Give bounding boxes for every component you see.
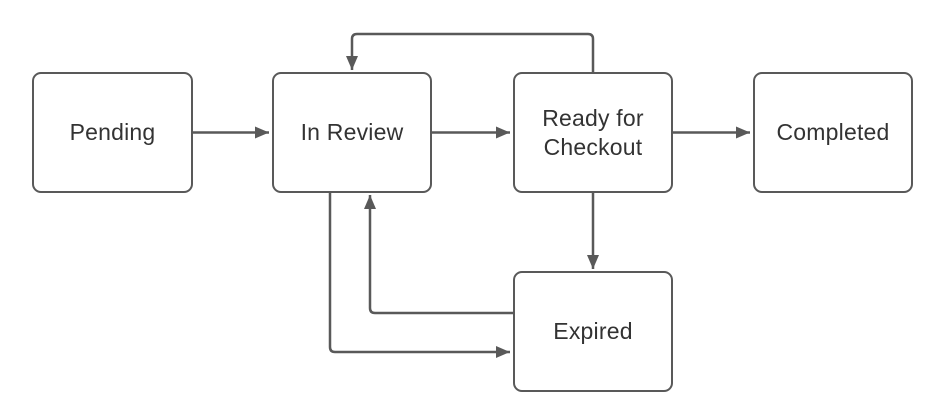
node-pending[interactable]: Pending xyxy=(32,72,193,193)
node-pending-label: Pending xyxy=(69,119,156,146)
edge-expired-to-in-review xyxy=(364,195,513,315)
edge-ready-for-checkout-to-in-review xyxy=(346,32,595,72)
node-expired-label: Expired xyxy=(553,318,633,345)
node-ready-for-checkout[interactable]: Ready for Checkout xyxy=(513,72,673,193)
node-in-review-label: In Review xyxy=(300,119,404,146)
node-completed-label: Completed xyxy=(776,119,890,146)
edge-in-review-to-expired xyxy=(328,193,510,358)
node-in-review[interactable]: In Review xyxy=(272,72,432,193)
node-expired[interactable]: Expired xyxy=(513,271,673,392)
node-ready-for-checkout-label: Ready for Checkout xyxy=(542,104,644,160)
node-completed[interactable]: Completed xyxy=(753,72,913,193)
